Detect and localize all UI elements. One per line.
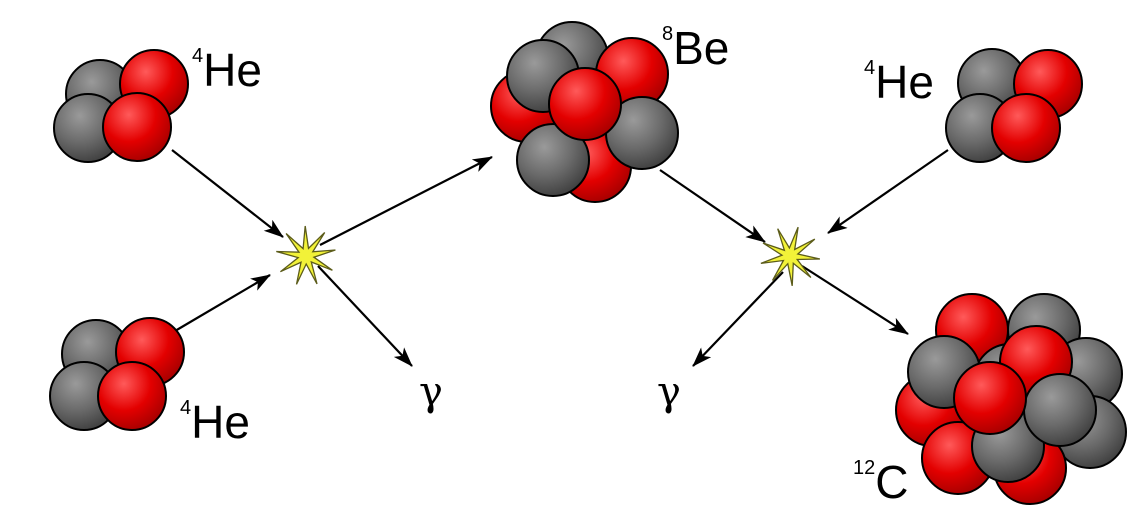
he4-label-top-left: 4He (192, 44, 262, 96)
gamma-label-right: γ (657, 369, 681, 415)
arrow-flash-1-to-gamma (317, 265, 413, 367)
arrow-he4-bottom-to-flash-1 (174, 274, 271, 332)
helium-4-nucleus-top-left (53, 49, 189, 163)
collision-flash-left (276, 225, 336, 285)
beryllium-8-nucleus (490, 21, 679, 203)
collision-flash-right (760, 226, 821, 287)
arrow-flash-2-to-c12 (801, 265, 909, 335)
arrow-flash-2-to-gamma (692, 271, 784, 367)
arrow-flash-1-to-be8 (319, 156, 493, 246)
arrow-he4-top-to-flash-1 (171, 149, 284, 238)
arrow-he4-right-to-flash-2 (827, 149, 949, 234)
gamma-label-left: γ (419, 369, 443, 415)
c12-label: 12C (853, 456, 908, 508)
he4-label-bottom-left: 4He (180, 396, 250, 448)
helium-4-nucleus-right (945, 48, 1083, 163)
carbon-12-nucleus (895, 293, 1127, 505)
arrow-be8-to-flash-2 (659, 169, 766, 243)
reaction-arrows (171, 149, 949, 367)
he4-label-right: 4He (864, 56, 934, 108)
helium-4-nucleus-bottom-left (49, 317, 185, 431)
be8-label: 8Be (662, 22, 729, 74)
